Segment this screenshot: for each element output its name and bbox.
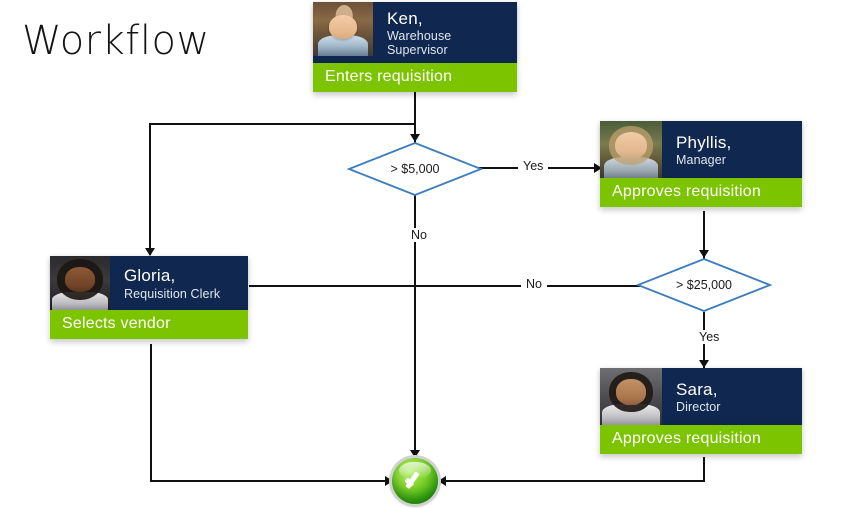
person-name-ken: Ken, xyxy=(387,9,423,28)
person-name-sara: Sara, xyxy=(676,379,718,399)
arrowhead-into-end-right xyxy=(438,476,446,486)
connector-ken-to-decision1 xyxy=(414,88,416,144)
arrowhead-into-end-left xyxy=(385,476,393,486)
decision-node-5000[interactable]: > $5,000 xyxy=(346,142,484,196)
person-card-ken[interactable]: Ken, Warehouse Supervisor Enters requisi… xyxy=(313,2,517,93)
person-action-gloria: Selects vendor xyxy=(50,310,248,339)
person-card-sara-identity: Sara, Director xyxy=(662,368,802,425)
decision-node-5000-label: > $5,000 xyxy=(390,162,440,176)
person-card-sara-header: Sara, Director xyxy=(600,368,802,425)
connector-gloria-end-horizontal xyxy=(150,480,393,482)
person-card-gloria-header: Gloria, Requisition Clerk xyxy=(50,256,248,310)
arrowhead-into-gloria xyxy=(145,248,155,256)
person-card-ken-identity: Ken, Warehouse Supervisor xyxy=(373,2,517,63)
person-role-sara: Director xyxy=(676,400,721,415)
person-action-phyllis: Approves requisition xyxy=(600,178,802,207)
person-photo-phyllis-icon xyxy=(600,121,662,178)
connector-gloria-to-end xyxy=(150,344,152,482)
person-name-phyllis: Phyllis, xyxy=(676,132,732,152)
person-card-ken-header: Ken, Warehouse Supervisor xyxy=(313,2,517,64)
connector-phyllis-to-decision2 xyxy=(703,211,705,259)
person-photo-sara-icon xyxy=(600,368,662,425)
green-check-circle-icon xyxy=(392,458,438,504)
person-card-phyllis[interactable]: Phyllis, Manager Approves requisition xyxy=(600,121,802,207)
connector-down-to-gloria xyxy=(149,123,151,255)
person-card-phyllis-header: Phyllis, Manager xyxy=(600,121,802,178)
person-card-phyllis-identity: Phyllis, Manager xyxy=(662,121,802,178)
arrowhead-into-phyllis xyxy=(594,163,602,173)
person-action-ken: Enters requisition xyxy=(313,63,517,93)
person-role-ken: Warehouse Supervisor xyxy=(387,29,452,58)
person-role-phyllis: Manager xyxy=(676,153,727,168)
connector-decision1-no xyxy=(414,194,416,459)
page-title: Workflow xyxy=(22,18,210,64)
person-card-gloria[interactable]: Gloria, Requisition Clerk Selects vendor xyxy=(50,256,248,339)
edge-label-decision2-no: No xyxy=(521,277,547,291)
connector-decision2-no xyxy=(249,285,655,287)
arrowhead-into-sara xyxy=(699,360,709,368)
edge-label-decision2-yes: Yes xyxy=(694,330,725,344)
decision-node-25000[interactable]: > $25,000 xyxy=(635,258,773,312)
person-role-gloria: Requisition Clerk xyxy=(124,286,221,301)
connector-sara-to-end xyxy=(703,457,705,482)
arrowhead-into-decision2 xyxy=(699,250,709,258)
connector-branch-to-gloria-top xyxy=(149,123,416,125)
person-action-sara: Approves requisition xyxy=(600,425,802,454)
connector-sara-end-horizontal xyxy=(440,480,705,482)
person-photo-ken-icon xyxy=(313,2,373,56)
edge-label-decision1-no: No xyxy=(406,228,432,242)
edge-label-decision1-yes: Yes xyxy=(518,159,549,173)
arrowhead-into-decision1 xyxy=(410,134,420,142)
decision-node-25000-label: > $25,000 xyxy=(676,278,732,292)
person-photo-gloria-icon xyxy=(50,256,110,310)
person-card-sara[interactable]: Sara, Director Approves requisition xyxy=(600,368,802,454)
person-card-gloria-identity: Gloria, Requisition Clerk xyxy=(110,256,248,310)
person-name-gloria: Gloria, xyxy=(124,266,176,286)
arrowhead-into-end-top xyxy=(410,450,420,458)
checkmark-glyph xyxy=(403,469,427,493)
